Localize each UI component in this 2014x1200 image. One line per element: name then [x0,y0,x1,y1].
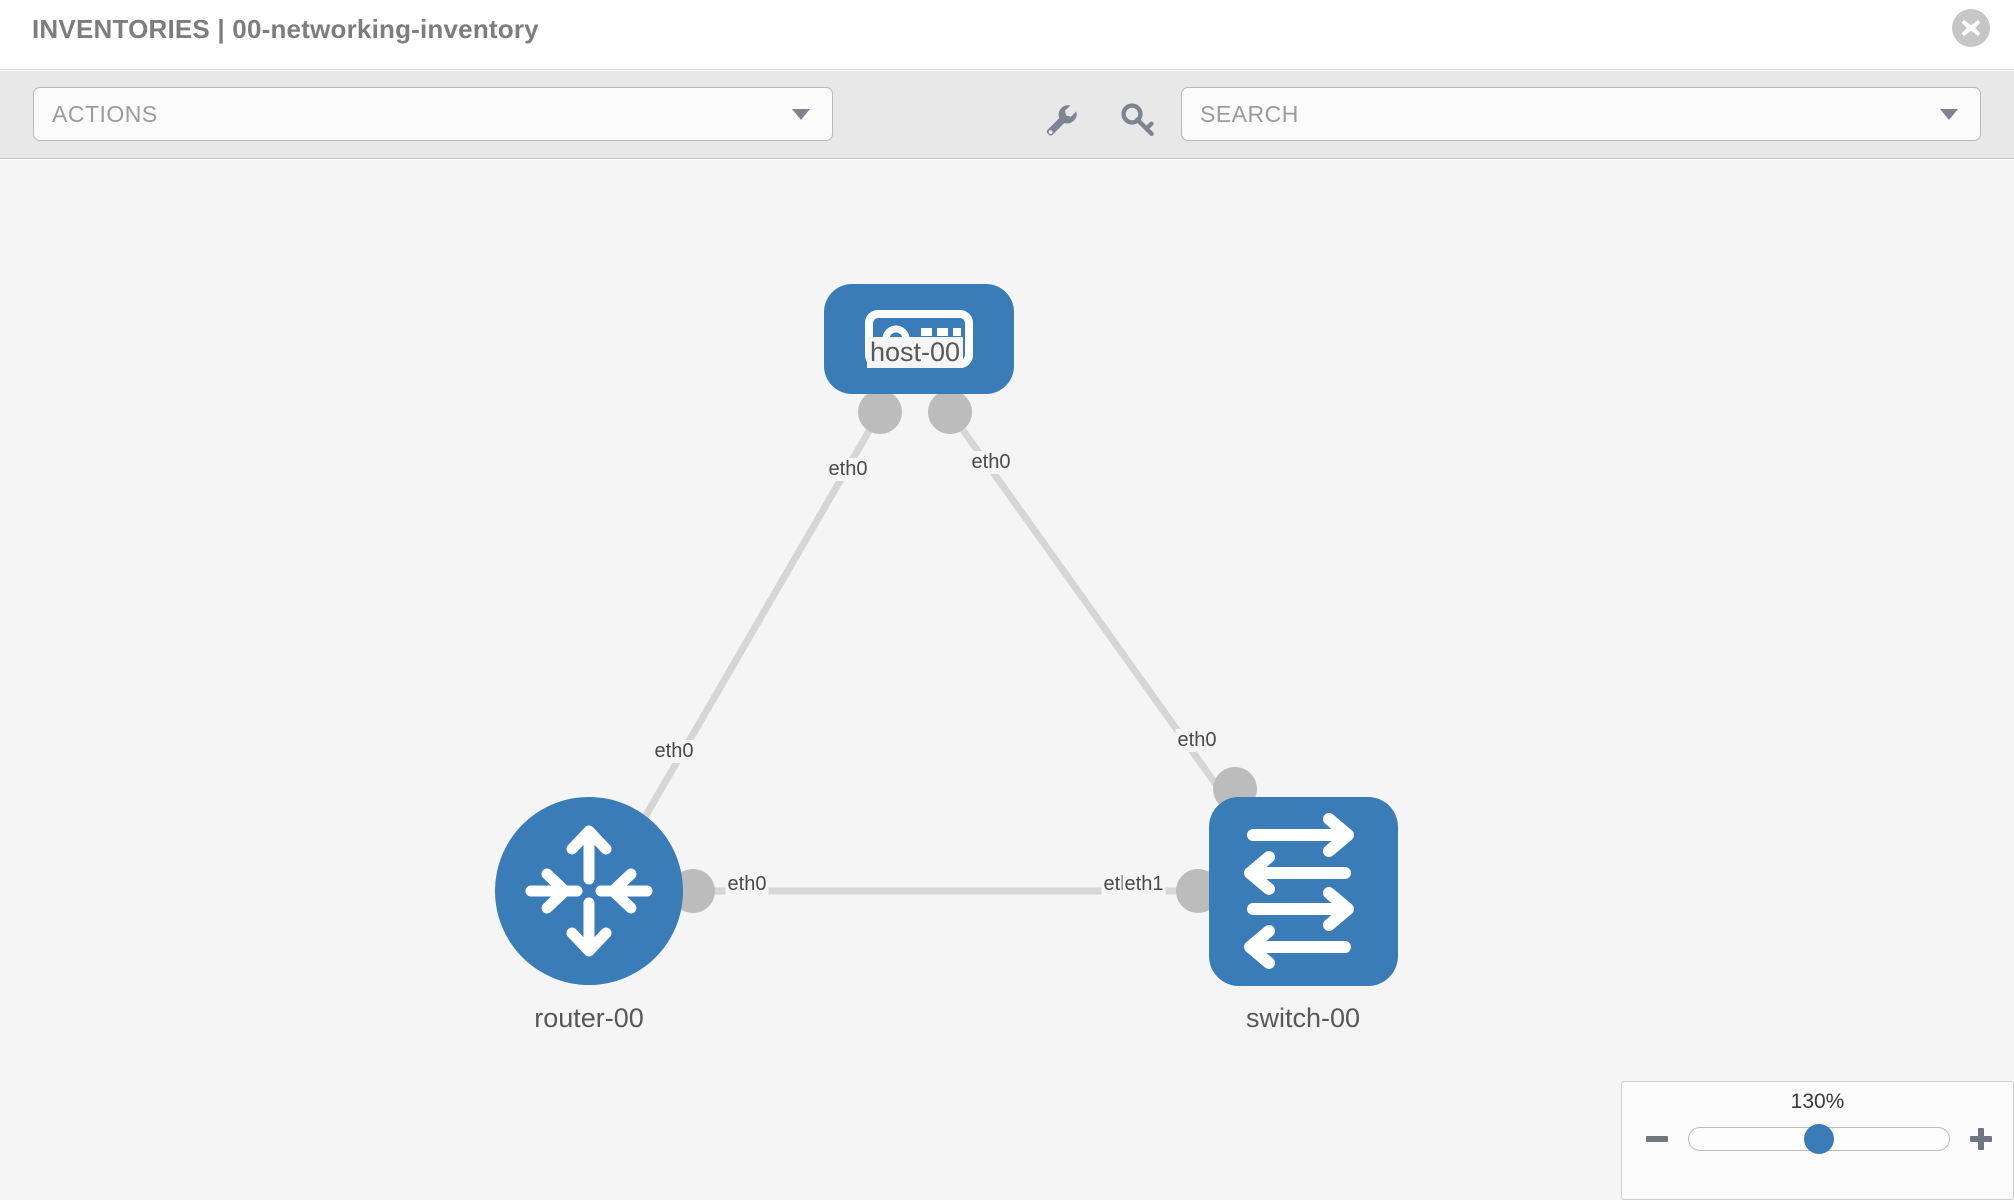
search-placeholder: SEARCH [1200,100,1299,127]
iface-label-router00-eth0: eth0 [725,873,769,896]
zoom-slider[interactable] [1687,1124,1950,1154]
iface-label-host00-eth0-right: eth0 [969,451,1013,474]
node-switch-00 [1209,797,1398,986]
switch-icon [1244,813,1354,969]
iface-label-host00-eth0-left: eth0 [826,458,870,481]
iface-label-router00-eth0-up: eth0 [652,740,696,763]
toolbar: ACTIONS SEARCH [0,71,2014,159]
topology-graph [495,284,1398,986]
zoom-slider-row [1622,1124,2014,1154]
zoom-in-button[interactable] [1968,1126,1994,1152]
node-label-router-00: router-00 [531,1003,647,1034]
topology-canvas[interactable]: host-00 router-00 switch-00 eth0 eth0 et… [0,160,2014,1200]
node-label-host-00: host-00 [866,337,964,368]
key-icon[interactable] [1118,99,1158,144]
zoom-percentage: 130% [1790,1090,1845,1113]
close-icon[interactable] [1952,9,1990,47]
edge-router00-host00 [616,410,884,862]
chevron-down-icon [792,108,810,120]
topology-anchors [671,390,1257,913]
iface-label-switch00-eth0-up: eth0 [1175,729,1219,752]
iface-label-switch00-eth1: eth1 [1122,873,1166,896]
node-router-00 [495,797,683,985]
router-icon [525,825,653,957]
topology-edges [616,409,1273,895]
node-label-switch-00: switch-00 [1242,1003,1364,1034]
wrench-icon[interactable] [1040,99,1080,144]
zoom-slider-thumb[interactable] [1803,1124,1834,1154]
anchor-host00-eth0-left [858,390,902,434]
chevron-down-icon [1940,108,1958,120]
page-title: INVENTORIES | 00-networking-inventory [32,14,539,44]
actions-dropdown-label: ACTIONS [52,100,158,127]
actions-dropdown[interactable]: ACTIONS [33,87,833,141]
anchor-host00-eth0-right [928,390,972,434]
zoom-control: 130% [1621,1081,2014,1200]
page-header: INVENTORIES | 00-networking-inventory [0,0,2014,70]
search-input[interactable]: SEARCH [1181,87,1981,141]
toolbar-icon-group [1040,99,1158,144]
zoom-out-button[interactable] [1644,1126,1670,1152]
